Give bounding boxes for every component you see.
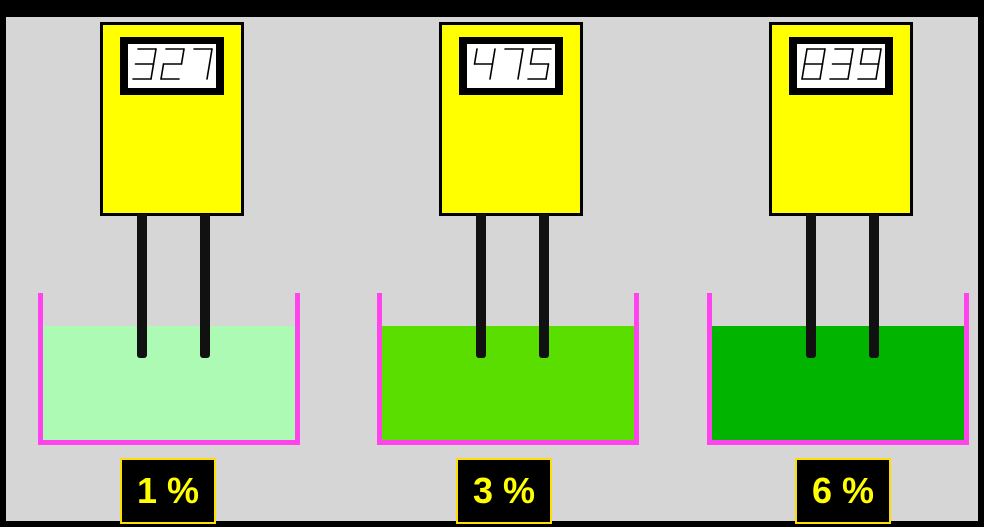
beaker-wall-left xyxy=(38,293,43,445)
solution-liquid xyxy=(43,326,295,440)
meter-reading xyxy=(128,44,216,88)
beaker-floor xyxy=(38,440,300,445)
beaker-unit: 6 % xyxy=(707,0,984,527)
lcd-digit xyxy=(527,48,552,80)
beaker xyxy=(38,293,300,445)
meter-display xyxy=(459,37,563,95)
conductivity-meter xyxy=(769,22,913,216)
lcd-digit xyxy=(132,48,157,80)
concentration-label: 6 % xyxy=(795,458,891,524)
meter-reading xyxy=(467,44,555,88)
lcd-digit xyxy=(829,48,854,80)
left-electrode xyxy=(806,214,816,358)
right-electrode xyxy=(200,214,210,358)
left-electrode xyxy=(137,214,147,358)
beaker-wall-right xyxy=(295,293,300,445)
conductivity-meter xyxy=(439,22,583,216)
lcd-digit xyxy=(193,48,213,80)
lcd-digit xyxy=(857,48,882,80)
lcd-digit xyxy=(801,48,826,80)
beaker-wall-left xyxy=(377,293,382,445)
meter-display xyxy=(120,37,224,95)
beaker xyxy=(377,293,639,445)
beaker-unit: 3 % xyxy=(377,0,707,527)
beaker-floor xyxy=(707,440,969,445)
right-electrode xyxy=(869,214,879,358)
lcd-digit xyxy=(160,48,185,80)
solution-liquid xyxy=(382,326,634,440)
beaker-wall-left xyxy=(707,293,712,445)
beaker-floor xyxy=(377,440,639,445)
beaker xyxy=(707,293,969,445)
lcd-digit xyxy=(473,48,496,80)
meter-reading xyxy=(797,44,885,88)
conductivity-meter xyxy=(100,22,244,216)
concentration-label: 3 % xyxy=(456,458,552,524)
beaker-unit: 1 % xyxy=(38,0,368,527)
right-electrode xyxy=(539,214,549,358)
beaker-wall-right xyxy=(964,293,969,445)
solution-liquid xyxy=(712,326,964,440)
concentration-label: 1 % xyxy=(120,458,216,524)
beaker-wall-right xyxy=(634,293,639,445)
meter-display xyxy=(789,37,893,95)
left-electrode xyxy=(476,214,486,358)
lcd-digit xyxy=(504,48,524,80)
